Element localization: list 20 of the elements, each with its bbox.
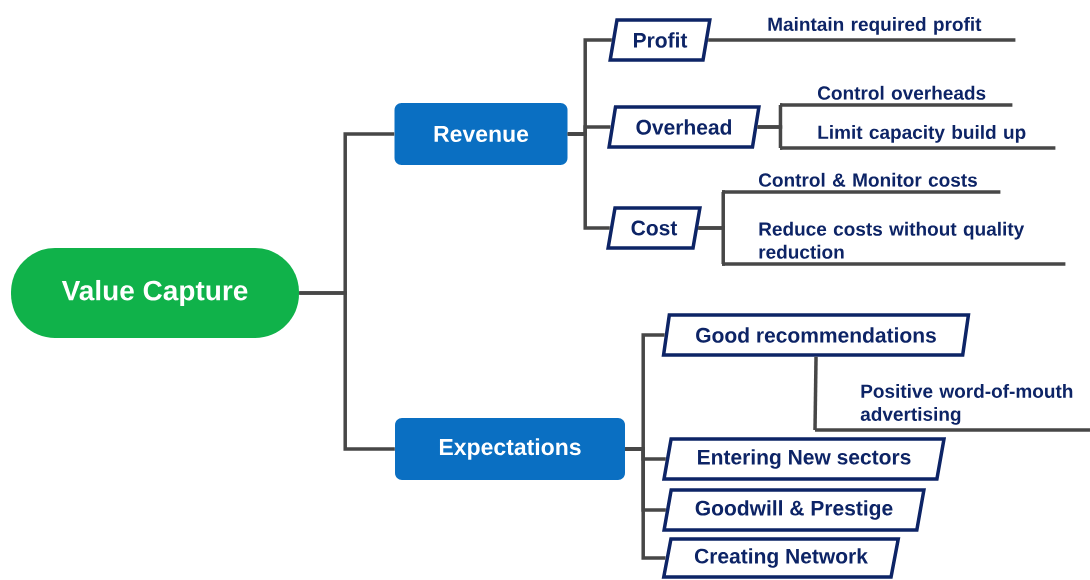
topic-box: Expectations [395,418,625,480]
underlined-text: Limit capacity build up [780,125,1056,150]
parallelogram-box: Goodwill & Prestige [662,488,926,532]
connector-line [567,132,610,230]
connector-line [299,291,395,451]
connector-line [813,356,818,430]
connector-line [625,447,666,560]
underlined-text: Reduce costs without quality reduction [722,221,1066,266]
parallelogram-box: Overhead [607,105,761,149]
connector-line [757,125,783,150]
parallelogram-box: Profit [608,18,712,62]
underlined-text: Positive word-of-mouth advertising [815,384,1090,432]
underlined-text: Control & Monitor costs [722,172,1001,194]
topic-box: Revenue [394,103,568,165]
underlined-text: Maintain required profit [712,17,1016,42]
connector-line [698,226,725,266]
underlined-text: Control overheads [780,85,1013,107]
connector-line [708,38,712,42]
parallelogram-box: Cost [606,206,702,250]
parallelogram-box: Good recommendations [661,313,971,357]
